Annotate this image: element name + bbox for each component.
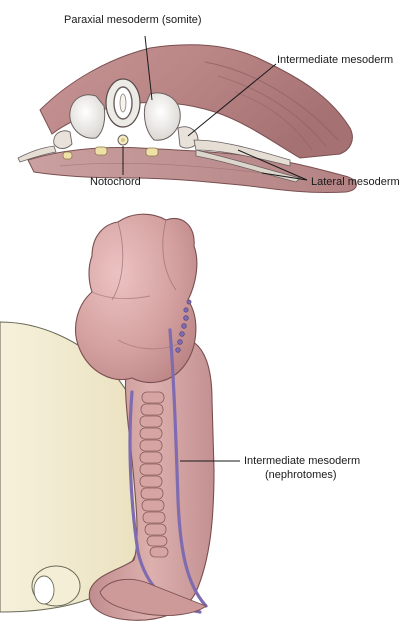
dorsal-aorta-left xyxy=(95,147,107,155)
label-paraxial-mesoderm: Paraxial mesoderm (somite) xyxy=(64,14,202,27)
label-intermediate-mesoderm-bottom: Intermediate mesoderm xyxy=(244,455,360,468)
label-intermediate-mesoderm-top: Intermediate mesoderm xyxy=(277,54,393,67)
dorsal-aorta-right xyxy=(146,148,158,156)
label-notochord: Notochord xyxy=(90,176,141,189)
whole-embryo xyxy=(0,214,214,620)
label-lateral-mesoderm: Lateral mesoderm xyxy=(311,176,400,189)
intermediate-mesoderm-left xyxy=(54,131,72,149)
embryo-slab xyxy=(18,45,356,193)
somite-right xyxy=(144,93,180,140)
label-nephrotomes: (nephrotomes) xyxy=(265,469,337,482)
somite-left xyxy=(70,95,105,138)
